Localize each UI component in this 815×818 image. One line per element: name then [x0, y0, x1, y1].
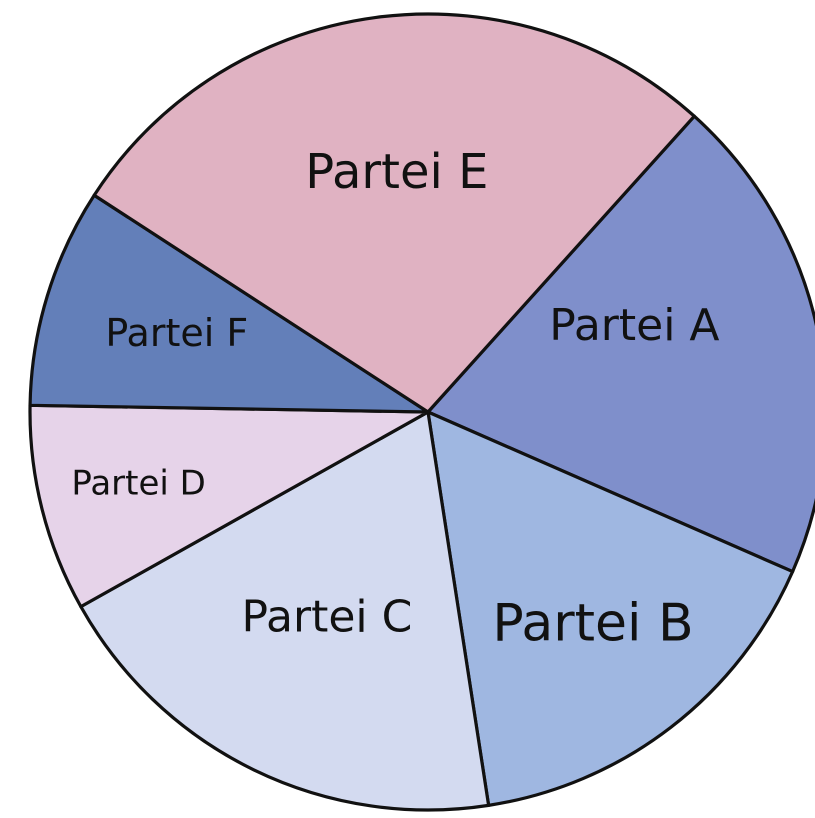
pie-slice-partei-e — [92, 12, 696, 414]
slice-label-partei-b: Partei B — [492, 594, 693, 654]
slice-label-partei-f: Partei F — [105, 311, 248, 355]
slice-label-partei-d: Partei D — [71, 464, 205, 504]
slice-label-partei-e: Partei E — [305, 144, 488, 200]
pie-slice-partei-a — [426, 114, 815, 574]
pie-slice-partei-f — [28, 193, 430, 414]
pie-slice-partei-b — [426, 410, 795, 807]
pie-labels: Partei A Partei B Partei C Partei D Partei F… — [71, 144, 719, 653]
pie-slices — [28, 12, 815, 812]
pie-slice-partei-d — [28, 403, 430, 609]
slice-label-partei-a: Partei A — [549, 300, 719, 351]
slice-label-partei-c: Partei C — [241, 592, 412, 643]
pie-slice-partei-c — [79, 410, 491, 812]
